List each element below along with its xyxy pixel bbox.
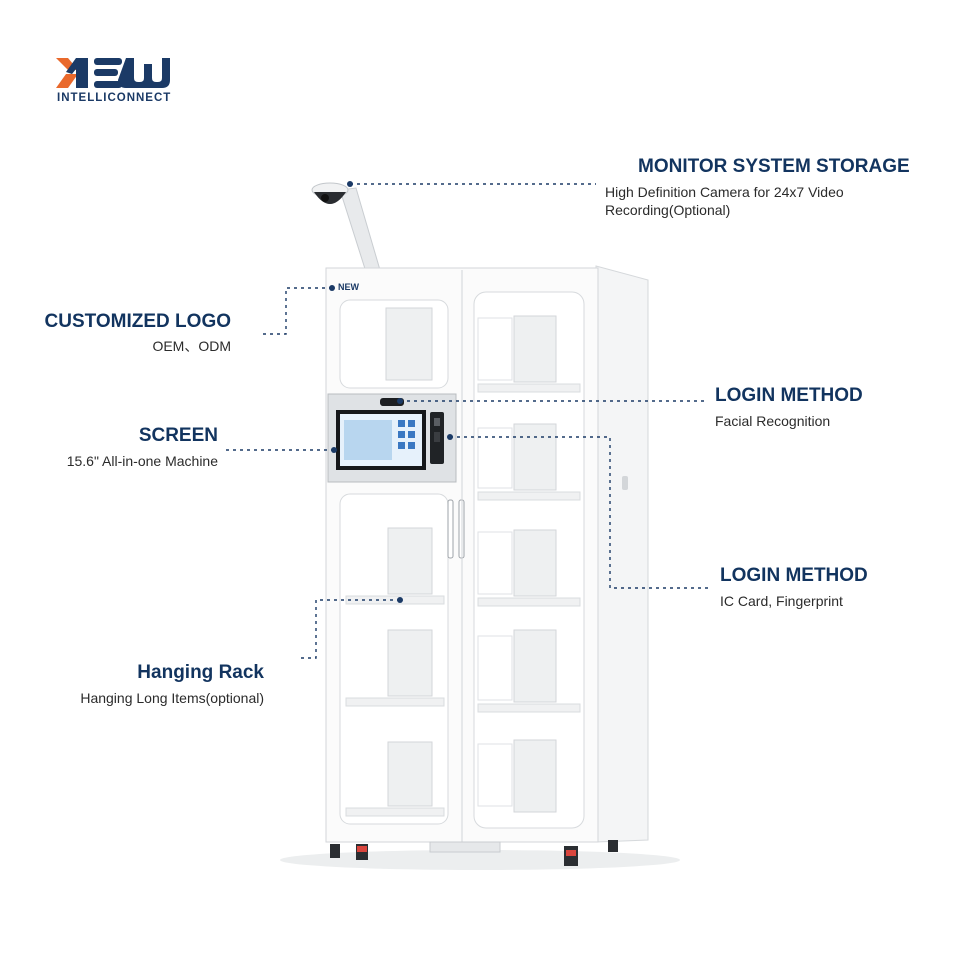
login-card-title: LOGIN METHOD [720, 565, 868, 586]
login-face-desc: Facial Recognition [715, 413, 831, 429]
leader-lines [224, 183, 712, 659]
brand-logo-mark [56, 58, 170, 88]
hanging-title: Hanging Rack [137, 662, 264, 683]
screen-desc: 15.6" All-in-one Machine [66, 453, 218, 469]
monitor-desc-line1: High Definition Camera for 24x7 Video [605, 184, 844, 200]
brand-tagline: INTELLICONNECT [57, 92, 172, 104]
brand-logo [56, 56, 188, 95]
hanging-desc: Hanging Long Items(optional) [80, 690, 264, 706]
login-face-title: LOGIN METHOD [715, 385, 863, 406]
monitor-title: MONITOR SYSTEM STORAGE [638, 156, 910, 177]
cabinet-badge: NEW [338, 282, 360, 292]
logo-title: CUSTOMIZED LOGO [44, 311, 231, 332]
camera-icon [311, 182, 381, 273]
logo-desc: OEM、ODM [152, 338, 231, 354]
monitor-desc-line2: Recording(Optional) [605, 202, 731, 218]
screen-title: SCREEN [138, 425, 218, 446]
login-card-desc: IC Card, Fingerprint [720, 593, 843, 609]
